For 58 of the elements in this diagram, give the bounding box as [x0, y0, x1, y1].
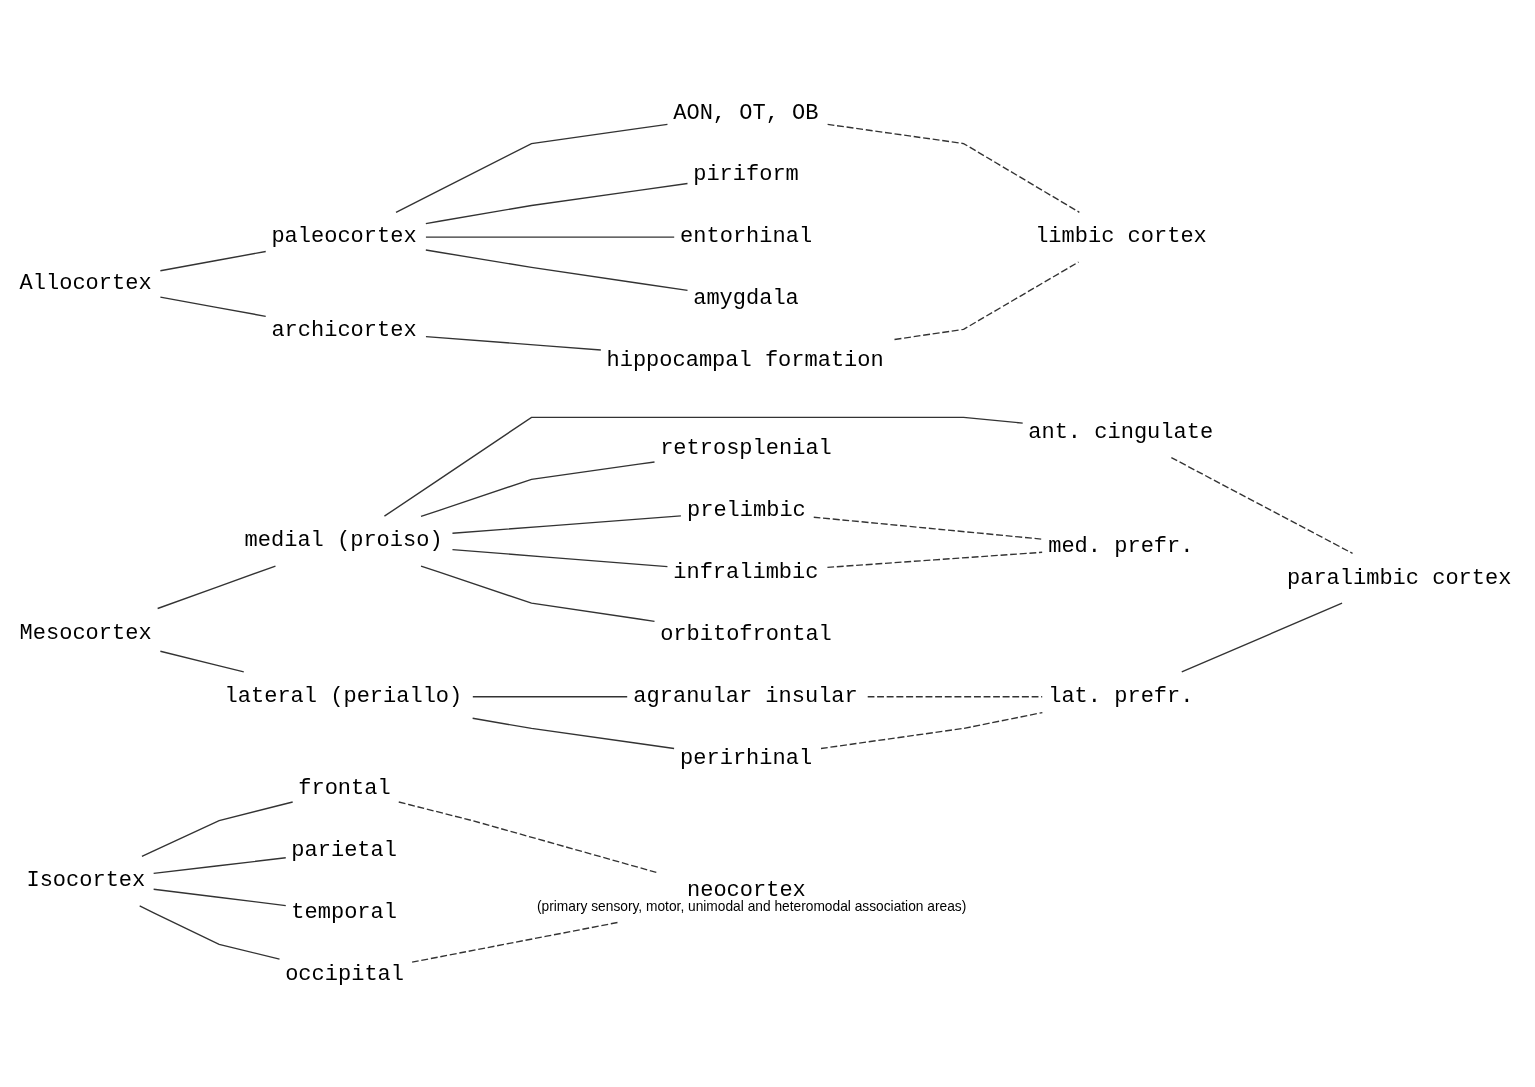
connector	[152, 888, 287, 906]
node-text: parietal	[291, 837, 397, 863]
connector	[472, 695, 628, 697]
node-text: paralimbic cortex	[1286, 565, 1512, 591]
node-text: Allocortex	[19, 270, 152, 296]
connector	[867, 695, 1043, 697]
node-text: frontal	[298, 775, 391, 801]
connector	[395, 123, 669, 213]
node-text: Mesocortex	[19, 620, 152, 646]
node-text: occipital	[285, 961, 404, 987]
connector	[156, 564, 277, 609]
node-text: entorhinal	[680, 223, 813, 249]
connector	[1181, 601, 1343, 673]
node-text: AON, OT, OB	[673, 100, 819, 125]
node-text: prelimbic	[687, 497, 806, 523]
connector	[451, 514, 682, 534]
node-text: limbic cortex	[1035, 223, 1207, 249]
node-text: perirhinal	[680, 745, 813, 771]
node-text: ant. cingulate	[1028, 419, 1214, 445]
connector	[141, 800, 294, 857]
connector	[420, 564, 656, 622]
connector	[451, 548, 669, 567]
node-text: hippocampal formation	[606, 347, 884, 373]
node-text: paleocortex	[271, 223, 417, 249]
connector	[425, 235, 675, 238]
connector	[159, 650, 245, 673]
connector	[820, 711, 1044, 749]
connector	[411, 921, 619, 963]
node-text: medial (proiso)	[244, 527, 443, 553]
node-text: agranular insular	[633, 683, 858, 709]
connector	[1170, 456, 1354, 554]
node-text: temporal	[291, 899, 397, 925]
connector	[826, 123, 1081, 213]
connector	[420, 460, 656, 517]
node-text: med. prefr.	[1048, 533, 1194, 559]
node-text: piriform	[693, 161, 799, 187]
connector	[893, 260, 1080, 340]
connector	[425, 248, 689, 291]
connector	[398, 800, 659, 874]
connector	[813, 516, 1043, 540]
node-text: retrosplenial	[660, 435, 832, 461]
connector	[152, 856, 287, 874]
connector	[826, 551, 1043, 568]
connector	[471, 717, 675, 749]
connector	[159, 295, 267, 317]
node-text: infralimbic	[673, 559, 819, 585]
connector	[159, 250, 267, 271]
node-label: (primary sensory, motor, unimodal and heteromodal association areas)	[537, 898, 967, 914]
node-text: archicortex	[271, 317, 417, 343]
connector	[425, 182, 689, 224]
node-text: orbitofrontal	[660, 621, 832, 647]
node-text: lat. prefr.	[1048, 683, 1194, 709]
node-text: lateral (periallo)	[224, 683, 463, 709]
connector	[139, 904, 281, 960]
node-text: amygdala	[693, 285, 799, 311]
connector	[383, 416, 1024, 517]
connector	[425, 335, 602, 351]
node-text: Isocortex	[26, 867, 146, 893]
